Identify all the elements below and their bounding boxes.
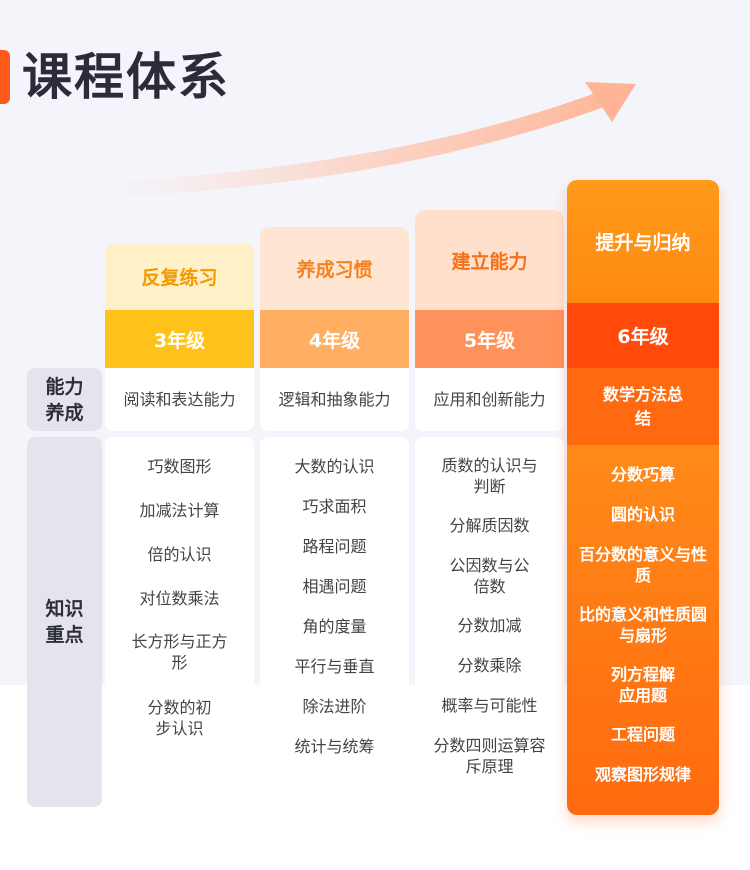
list-item: 分解质因数: [449, 516, 530, 535]
list-item: 路程问题: [302, 537, 367, 556]
list-item: 对位数乘法: [139, 589, 220, 608]
list-item: 统计与统筹: [294, 737, 375, 756]
list-item: 圆的认识: [610, 505, 675, 524]
list-item: 加减法计算: [139, 501, 220, 520]
list-item: 巧数图形: [147, 457, 212, 476]
ability-text: 逻辑和抽象能力: [260, 368, 409, 431]
list-item: 质数的认识与判断: [441, 456, 538, 496]
knowledge-label: 知识重点: [27, 437, 102, 807]
grade-label: 5年级: [415, 310, 564, 368]
knowledge-list: 质数的认识与判断 分解质因数 公因数与公倍数 分数加减 分数乘除 概率与可能性 …: [415, 437, 564, 807]
list-item: 列方程解应用题: [610, 665, 675, 705]
column-head: 提升与归纳: [567, 180, 719, 303]
knowledge-label-text: 知识重点: [45, 598, 84, 646]
ability-text-content: 数学方法总结: [603, 384, 684, 428]
list-item: 分数的初步认识: [147, 698, 212, 738]
ability-label-text: 能力养成: [45, 375, 84, 424]
list-item: 比的意义和性质圆与扇形: [579, 605, 708, 645]
list-item: 角的度量: [302, 617, 367, 636]
list-item: 平行与垂直: [294, 657, 375, 676]
list-item: 公因数与公倍数: [449, 556, 530, 596]
list-item: 观察图形规律: [594, 765, 691, 784]
list-item: 百分数的意义与性质: [579, 545, 708, 585]
list-item: 分数乘除: [457, 656, 522, 675]
list-item: 概率与可能性: [441, 696, 538, 715]
list-item: 倍的认识: [147, 545, 212, 564]
column-head: 反复练习: [105, 243, 254, 310]
title-accent-bar: [0, 50, 10, 104]
grade-label: 4年级: [260, 310, 409, 368]
knowledge-list: 大数的认识 巧求面积 路程问题 相遇问题 角的度量 平行与垂直 除法进阶 统计与…: [260, 437, 409, 807]
growth-arrow-icon: [92, 82, 636, 198]
list-item: 大数的认识: [294, 457, 375, 476]
ability-text: 应用和创新能力: [415, 368, 564, 431]
page-title: 课程体系: [22, 48, 230, 106]
list-item: 巧求面积: [302, 497, 367, 516]
grade-label: 6年级: [567, 303, 719, 368]
ability-text: 阅读和表达能力: [105, 368, 254, 431]
knowledge-list: 巧数图形 加减法计算 倍的认识 对位数乘法 长方形与正方形 分数的初步认识: [105, 437, 254, 807]
course-column-grade6: 提升与归纳 6年级 数学方法总结 分数巧算 圆的认识 百分数的意义与性质 比的意…: [567, 180, 719, 815]
list-item: 分数四则运算容斥原理: [433, 736, 546, 776]
list-item: 除法进阶: [302, 697, 367, 716]
grade-label: 3年级: [105, 310, 254, 368]
list-item: 分数巧算: [610, 465, 675, 484]
knowledge-list: 分数巧算 圆的认识 百分数的意义与性质 比的意义和性质圆与扇形 列方程解应用题 …: [567, 445, 719, 815]
list-item: 分数加减: [457, 616, 522, 635]
list-item: 工程问题: [610, 725, 675, 744]
list-item: 长方形与正方形: [131, 632, 228, 672]
column-head: 建立能力: [415, 210, 564, 310]
ability-text: 数学方法总结: [567, 368, 719, 445]
ability-label: 能力养成: [27, 368, 102, 431]
column-head: 养成习惯: [260, 227, 409, 310]
list-item: 相遇问题: [302, 577, 367, 596]
